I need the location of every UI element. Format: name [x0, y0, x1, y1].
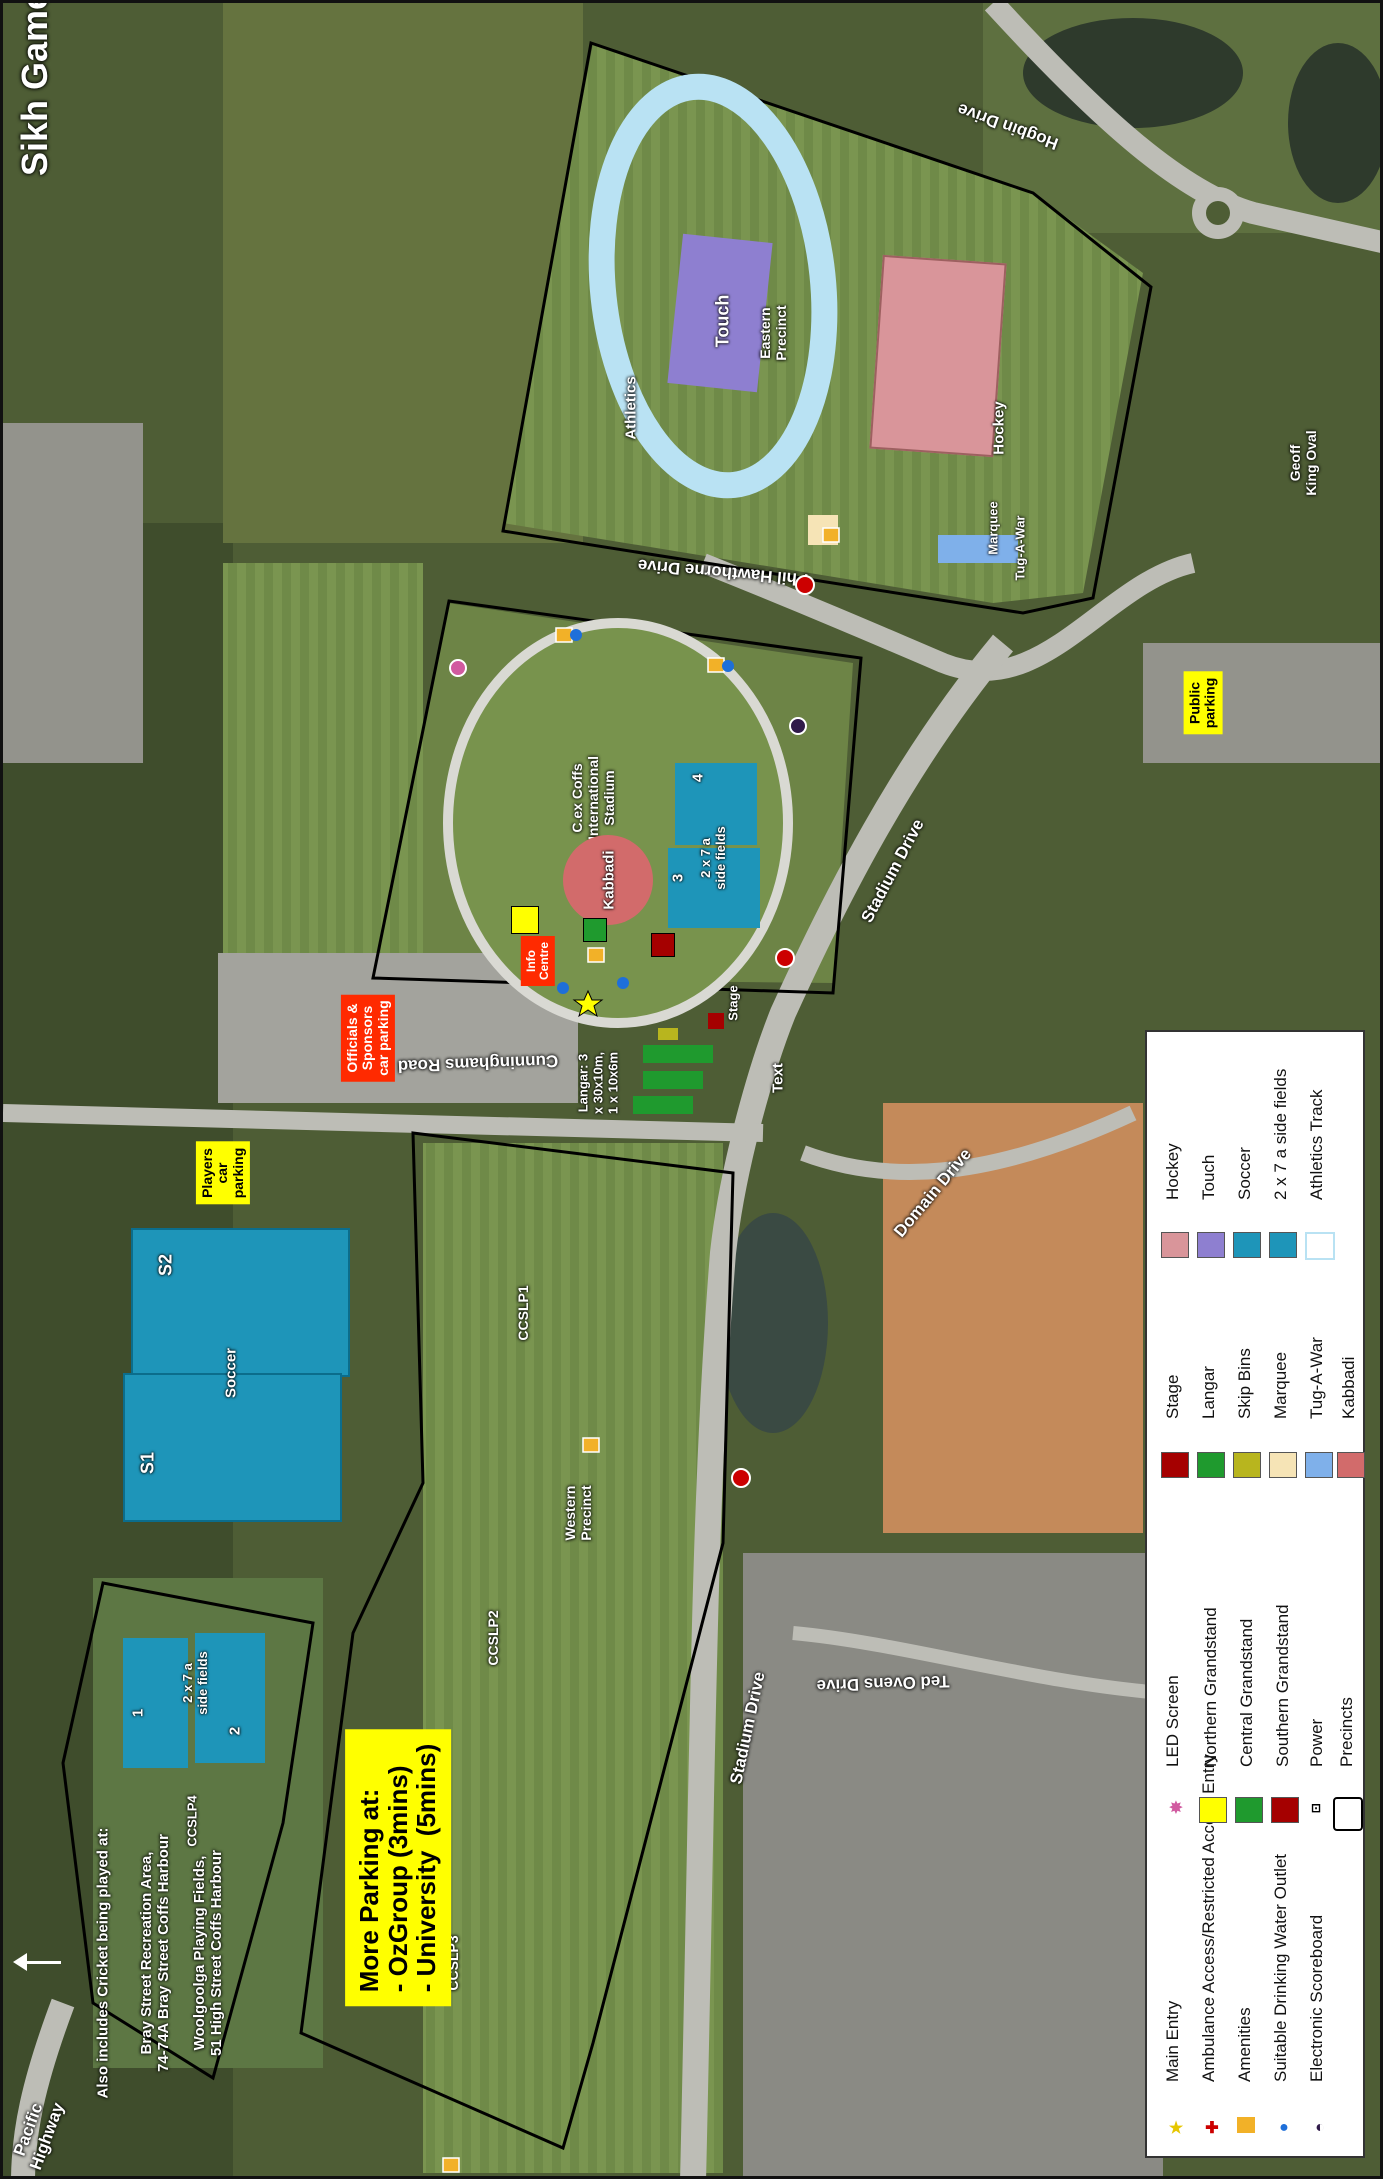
legend-northern-grandstand-icon: [1199, 1797, 1227, 1823]
legend-hockey: Hockey: [1163, 1143, 1182, 1200]
legend-central: Central Grandstand: [1237, 1618, 1256, 1767]
legend-langar: Langar: [1199, 1366, 1218, 1419]
soccer-field-s1[interactable]: [123, 1373, 342, 1522]
legend-langar-swatch: [1197, 1452, 1225, 1478]
precinct-outlines: [61, 41, 1153, 2151]
legend-kabbadi-swatch: [1337, 1452, 1365, 1478]
legend-hockey-swatch: [1161, 1232, 1189, 1258]
legend-ambulance-cross-icon: ✚: [1205, 2120, 1219, 2137]
kabbadi-circle[interactable]: [563, 835, 653, 925]
legend-led: LED Screen: [1163, 1675, 1182, 1767]
legend-amenities-icon: [1237, 2117, 1255, 2133]
legend-kabbadi: Kabbadi: [1339, 1356, 1358, 1419]
central-grandstand: [583, 918, 607, 942]
southern-grandstand: [651, 933, 675, 957]
water-drop-icon: [557, 629, 734, 994]
legend-southern-grandstand-icon: [1271, 1797, 1299, 1823]
legend-amenities: Amenities: [1235, 2007, 1254, 2082]
northern-grandstand: [511, 906, 539, 934]
legend-tug-a-war-swatch: [1305, 1452, 1333, 1478]
legend-led-screen-icon: ✸: [1169, 1800, 1183, 1817]
map-title: Sikh Games: [14, 0, 55, 177]
legend-soccer-swatch: [1233, 1232, 1261, 1258]
north-arrow-head-icon: [13, 1953, 27, 1971]
skip-bins-area: [658, 1028, 678, 1040]
legend-athletics-swatch: [1305, 1232, 1335, 1260]
scoreboard-icon: [789, 717, 807, 735]
ccslp4-side-field-1[interactable]: [123, 1638, 188, 1768]
ambulance-cross-icon: [731, 575, 815, 1488]
langar-area-2: [643, 1071, 703, 1089]
legend-skip-bins: Skip Bins: [1235, 1348, 1254, 1419]
legend-power-icon: ⊡: [1310, 1801, 1322, 1815]
stage-area: [708, 1013, 724, 1029]
legend-southern: Southern Grandstand: [1273, 1604, 1292, 1767]
legend-precincts: Precincts: [1337, 1697, 1356, 1767]
led-screen-icon: [449, 659, 467, 677]
legend-marquee: Marquee: [1271, 1351, 1290, 1419]
ccslp4-precinct-outline: [61, 1581, 315, 2081]
legend-scoreboard-icon: ◐: [1315, 2119, 1325, 2136]
legend-touch: Touch: [1199, 1154, 1218, 1200]
legend-skip-bins-swatch: [1233, 1452, 1261, 1478]
tug-a-war-area[interactable]: [938, 535, 1018, 563]
athletics-track: [588, 73, 838, 499]
legend-side-fields: 2 x 7 a side fields: [1271, 1068, 1290, 1200]
legend-soccer: Soccer: [1235, 1147, 1254, 1200]
legend-tug-a-war: Tug-A-War: [1307, 1337, 1326, 1419]
legend-stage-swatch: [1161, 1452, 1189, 1478]
legend-water-drop-icon: ●: [1279, 2119, 1289, 2136]
legend-water: Suitable Drinking Water Outlet: [1271, 1853, 1290, 2082]
legend-northern: Northern Grandstand: [1201, 1607, 1220, 1767]
legend-precinct-box-icon: [1333, 1797, 1363, 1831]
western-precinct-outline: [299, 1131, 735, 2151]
north-arrow-icon: [23, 1961, 61, 1964]
side-field-3[interactable]: [668, 848, 760, 928]
legend-main-entry: Main Entry: [1163, 2000, 1182, 2082]
legend-scoreboard: Electronic Scoreboard: [1307, 1914, 1326, 2082]
legend: ★ Main Entry ✚ Ambulance Access/Restrict…: [1145, 1030, 1365, 2158]
eastern-precinct-outline: [501, 41, 1153, 615]
amenities-icon: [442, 527, 840, 2173]
main-entry-star-icon: [572, 989, 604, 1018]
map-markers: [442, 527, 840, 2173]
stadium-precinct-outline: [371, 599, 863, 995]
legend-touch-swatch: [1197, 1232, 1225, 1258]
langar-area-1: [643, 1045, 713, 1063]
side-field-4[interactable]: [675, 763, 757, 845]
ccslp4-side-field-2[interactable]: [195, 1633, 265, 1763]
legend-power: Power: [1307, 1718, 1326, 1767]
legend-side-fields-swatch: [1269, 1232, 1297, 1258]
langar-area-3: [633, 1096, 693, 1114]
legend-star-icon: ★: [1168, 2120, 1184, 2137]
legend-central-grandstand-icon: [1235, 1797, 1263, 1823]
legend-stage: Stage: [1163, 1374, 1182, 1419]
legend-athletics: Athletics Track: [1307, 1089, 1326, 1200]
legend-marquee-swatch: [1269, 1452, 1297, 1478]
